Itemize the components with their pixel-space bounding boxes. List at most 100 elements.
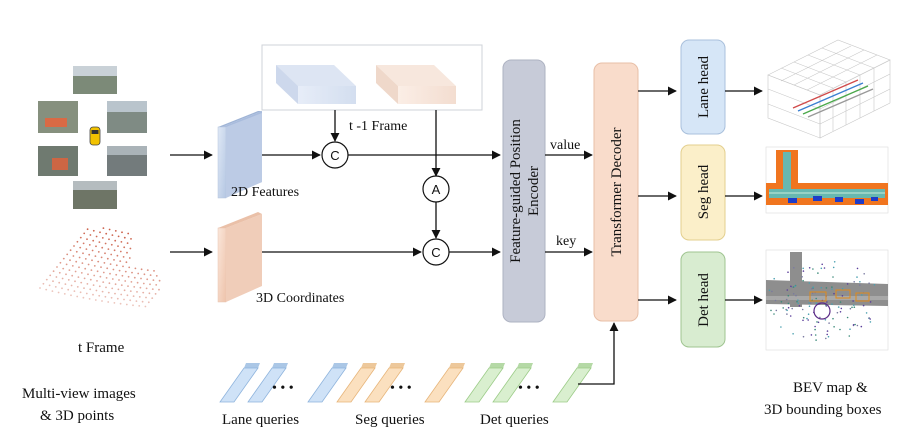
point-cloud-dot xyxy=(99,231,101,234)
point-cloud-dot xyxy=(92,293,94,296)
lidar-point xyxy=(831,288,833,290)
point-cloud-dot xyxy=(76,240,79,243)
point-cloud-dot xyxy=(72,255,75,257)
lidar-point xyxy=(808,305,811,308)
lidar-point xyxy=(852,324,855,326)
point-cloud-dot xyxy=(133,276,136,279)
lidar-point xyxy=(806,317,808,320)
point-cloud-dot xyxy=(63,293,66,295)
lidar-point xyxy=(851,306,853,309)
point-cloud-dot xyxy=(83,232,86,235)
point-cloud-dot xyxy=(49,274,52,277)
lidar-point xyxy=(820,286,823,289)
lidar-point xyxy=(802,267,804,270)
lidar-point xyxy=(836,311,839,314)
point-cloud-dot xyxy=(62,267,65,270)
point-cloud-dot xyxy=(73,245,75,247)
lane-head xyxy=(680,39,726,135)
point-cloud-dot xyxy=(102,271,105,274)
point-cloud-dot xyxy=(52,270,55,273)
point-cloud-dot xyxy=(117,245,119,248)
lidar-point xyxy=(848,335,851,337)
lidar-point xyxy=(801,308,804,311)
lidar-point xyxy=(828,322,830,324)
point-cloud-dot xyxy=(154,293,157,295)
concat-op-bottom-label: C xyxy=(431,245,440,260)
point-cloud-dot xyxy=(110,253,113,256)
point-cloud-dot xyxy=(129,290,132,292)
lidar-point xyxy=(846,316,849,319)
point-cloud-dot xyxy=(80,272,83,274)
point-cloud-dot xyxy=(85,292,88,295)
lidar-point xyxy=(792,333,794,335)
arrow-queries-to-decoder xyxy=(578,322,619,385)
point-cloud-dot xyxy=(123,246,126,249)
point-cloud-dot xyxy=(132,295,135,297)
lidar-point xyxy=(809,302,812,305)
point-cloud-dot xyxy=(58,271,61,274)
lidar-point xyxy=(826,330,829,332)
point-cloud-dot xyxy=(55,276,58,278)
lidar-point xyxy=(819,316,821,319)
point-cloud-dot xyxy=(140,277,142,280)
lidar-point xyxy=(833,261,836,263)
lidar-point xyxy=(807,319,809,321)
point-cloud-dot xyxy=(148,292,151,295)
lidar-point xyxy=(826,333,828,336)
point-cloud-dot xyxy=(66,253,69,256)
point-cloud-dot xyxy=(129,247,132,250)
point-cloud-dot xyxy=(105,232,108,235)
point-cloud-dot xyxy=(111,287,114,290)
lidar-point xyxy=(869,301,872,303)
seg-queries-ellipsis: • • • xyxy=(390,381,412,396)
point-cloud-dot xyxy=(149,274,152,276)
point-cloud-dot xyxy=(151,297,154,299)
lidar-point xyxy=(831,286,833,288)
point-cloud-dot xyxy=(97,260,100,263)
point-cloud-dot xyxy=(79,236,82,239)
key-label: key xyxy=(556,234,576,249)
point-cloud-dot xyxy=(67,279,70,281)
lidar-point xyxy=(774,299,777,302)
point-cloud-dot xyxy=(69,259,71,262)
point-cloud-dot xyxy=(96,280,98,282)
point-cloud-dot xyxy=(101,237,104,239)
lidar-point xyxy=(849,307,852,310)
point-cloud-dot xyxy=(102,227,105,230)
point-cloud-dot xyxy=(136,281,139,284)
point-cloud-dot xyxy=(61,287,63,290)
point-cloud-dot xyxy=(95,289,98,292)
point-cloud-dot xyxy=(112,268,115,271)
output-label-line2: 3D bounding boxes xyxy=(764,402,882,418)
point-cloud-dot xyxy=(119,260,122,262)
lidar-point xyxy=(786,309,788,312)
point-cloud-dot xyxy=(103,262,106,264)
lidar-point xyxy=(853,281,855,283)
point-cloud-dot xyxy=(76,295,79,298)
point-cloud-dot xyxy=(108,238,110,241)
lidar-point xyxy=(841,295,844,297)
point-cloud-dot xyxy=(149,283,151,286)
lidar-point xyxy=(839,328,841,331)
point-cloud-dot xyxy=(124,280,127,282)
point-cloud-dot xyxy=(122,265,124,268)
lidar-point xyxy=(856,324,859,327)
point-cloud-dot xyxy=(61,277,64,280)
lane-head-label: Lane head xyxy=(696,55,712,118)
lane-queries-ellipsis: • • • xyxy=(272,381,294,396)
point-cloud-dot xyxy=(108,282,111,285)
lidar-point xyxy=(827,335,830,338)
seg-query-token xyxy=(364,363,405,403)
lidar-point xyxy=(832,266,835,269)
lidar-point xyxy=(868,317,870,319)
point-cloud-dot xyxy=(127,285,129,287)
lidar-point xyxy=(796,300,798,303)
point-cloud-dot xyxy=(54,286,57,288)
point-cloud-dot xyxy=(48,284,51,287)
lidar-point xyxy=(852,300,854,302)
prev-frame-coord-slab xyxy=(376,65,456,104)
point-cloud-dot xyxy=(145,287,148,290)
point-cloud-dot xyxy=(98,241,101,244)
point-cloud-dot xyxy=(136,291,138,293)
point-cloud-dot xyxy=(107,291,110,294)
